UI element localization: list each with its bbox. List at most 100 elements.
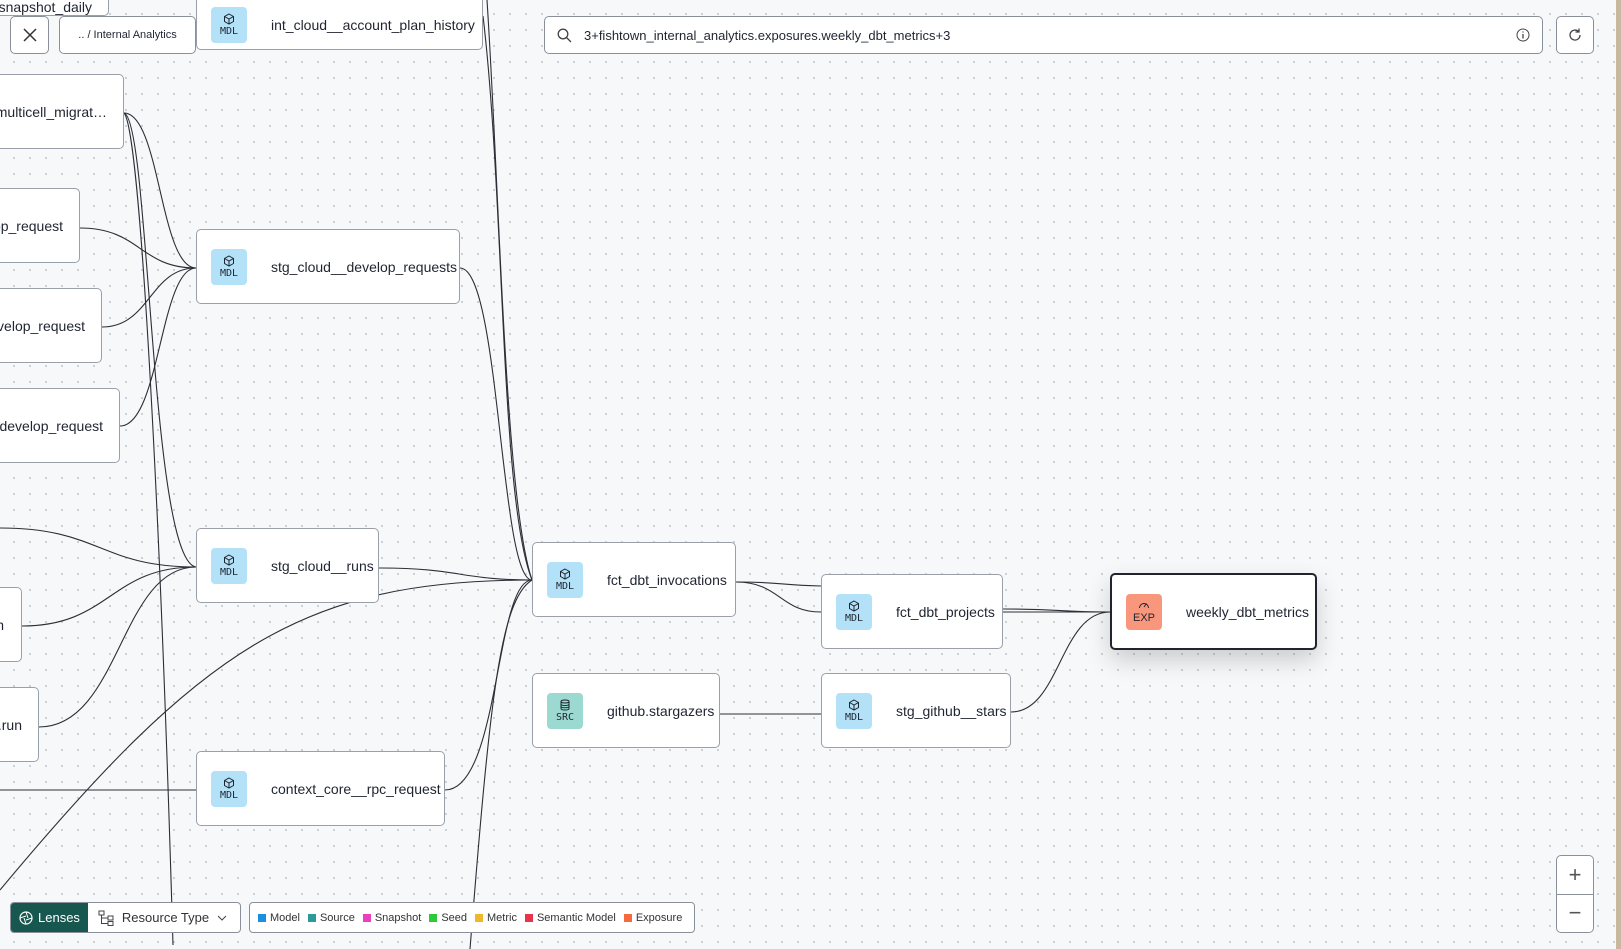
edge xyxy=(123,112,197,269)
edge xyxy=(444,579,533,791)
edge xyxy=(482,15,533,581)
node-develop-request[interactable]: .develop_request xyxy=(0,388,120,463)
edge xyxy=(459,267,533,581)
node-label: op_request xyxy=(0,217,63,234)
legend-label: Semantic Model xyxy=(536,911,616,924)
legend-label: Model xyxy=(270,911,300,924)
node-label: context_core__rpc_request xyxy=(271,780,441,797)
edge xyxy=(735,581,822,587)
node-snapshot-daily[interactable]: snapshot_daily xyxy=(0,0,109,16)
node-label: stg_cloud__runs xyxy=(271,557,374,574)
node-label: github.stargazers xyxy=(607,702,715,719)
search-icon xyxy=(557,28,572,42)
source-badge: SRC xyxy=(547,692,583,729)
badge-type: MDL xyxy=(219,566,239,578)
zoom-in-button[interactable]: + xyxy=(1568,861,1582,887)
node-int-cloud-account-plan-history[interactable]: MDL int_cloud__account_plan_history xyxy=(196,0,483,50)
model-badge: MDL xyxy=(547,561,583,598)
badge-type: MDL xyxy=(844,612,864,624)
node-multicell[interactable]: multicell_migrat… xyxy=(0,74,124,149)
node-label: stg_github__stars xyxy=(896,702,1007,719)
chevron-down-icon xyxy=(217,915,227,921)
close-button[interactable] xyxy=(10,16,49,54)
node-label: int_cloud__account_plan_history xyxy=(271,16,475,33)
badge-type: MDL xyxy=(555,580,575,592)
lenses-button[interactable]: Lenses xyxy=(11,903,88,932)
badge-type: SRC xyxy=(555,711,575,723)
lenses-label: Lenses xyxy=(38,910,80,925)
edge xyxy=(119,267,197,427)
legend-swatch xyxy=(362,913,371,922)
legend-label: Exposure xyxy=(635,911,683,924)
breadcrumb[interactable]: .. / Internal Analytics xyxy=(59,16,196,54)
edge xyxy=(486,0,533,581)
legend-label: Source xyxy=(319,911,355,924)
gauge-icon xyxy=(1139,603,1149,609)
edge xyxy=(0,527,197,568)
legend-swatch xyxy=(307,913,316,922)
node-stg-cloud-runs[interactable]: MDL stg_cloud__runs xyxy=(196,528,379,603)
resource-type-label: Resource Type xyxy=(121,910,210,925)
aperture-icon xyxy=(19,910,33,925)
node-velop-request[interactable]: velop_request xyxy=(0,288,102,363)
zoom-out-button[interactable]: − xyxy=(1557,893,1593,933)
resource-type-select[interactable]: Resource Type xyxy=(88,903,237,932)
node-label: weekly_dbt_metrics xyxy=(1186,603,1309,620)
cube-icon xyxy=(849,599,859,612)
resource-type-legend: Model Source Snapshot Seed Metric Semant… xyxy=(249,902,695,933)
cube-icon xyxy=(849,698,859,711)
model-badge: MDL xyxy=(211,547,247,584)
node-run[interactable]: .run xyxy=(0,687,39,762)
badge-type: MDL xyxy=(844,711,864,723)
cube-icon xyxy=(224,553,234,566)
cube-icon xyxy=(224,254,234,267)
legend-item-snapshot: Snapshot xyxy=(362,911,422,924)
edge xyxy=(0,579,533,891)
refresh-button[interactable] xyxy=(1556,16,1594,54)
model-badge: MDL xyxy=(211,6,247,43)
node-n[interactable]: n xyxy=(0,587,22,662)
node-github-stargazers[interactable]: SRC github.stargazers xyxy=(532,673,720,748)
edge xyxy=(123,112,197,568)
edge xyxy=(101,267,197,328)
window-edge xyxy=(1616,0,1621,949)
legend-label: Seed xyxy=(441,911,468,924)
info-icon[interactable] xyxy=(1516,28,1530,42)
search-value: 3+fishtown_internal_analytics.exposures.… xyxy=(584,27,951,43)
node-stg-github-stars[interactable]: MDL stg_github__stars xyxy=(821,673,1011,748)
refresh-icon xyxy=(1569,28,1581,41)
edge xyxy=(378,567,533,581)
hierarchy-icon xyxy=(98,910,114,926)
search-input[interactable]: 3+fishtown_internal_analytics.exposures.… xyxy=(544,16,1543,54)
model-badge: MDL xyxy=(836,692,872,729)
legend-item-seed: Seed xyxy=(429,912,467,924)
model-badge: MDL xyxy=(836,593,872,630)
edge xyxy=(735,581,822,613)
node-label: .run xyxy=(0,716,22,733)
model-badge: MDL xyxy=(211,248,247,285)
legend-swatch xyxy=(623,913,632,922)
node-label: n xyxy=(0,616,4,633)
legend-item-exposure: Exposure xyxy=(623,911,683,924)
edge xyxy=(469,579,533,949)
legend-label: Snapshot xyxy=(374,911,422,924)
node-weekly-dbt-metrics[interactable]: EXP weekly_dbt_metrics xyxy=(1110,573,1317,650)
badge-type: MDL xyxy=(219,267,239,279)
badge-type: EXP xyxy=(1132,612,1155,624)
exposure-badge: EXP xyxy=(1126,593,1162,630)
legend-item-metric: Metric xyxy=(475,912,517,924)
breadcrumb-text: .. / Internal Analytics xyxy=(78,29,177,41)
cube-icon xyxy=(224,776,234,789)
edge xyxy=(38,566,197,728)
node-label: velop_request xyxy=(0,317,85,334)
node-op-request[interactable]: op_request xyxy=(0,188,80,263)
legend-swatch xyxy=(258,913,266,922)
node-label: multicell_migrat… xyxy=(0,103,107,120)
edge xyxy=(21,566,197,627)
node-label: snapshot_daily xyxy=(0,0,92,15)
